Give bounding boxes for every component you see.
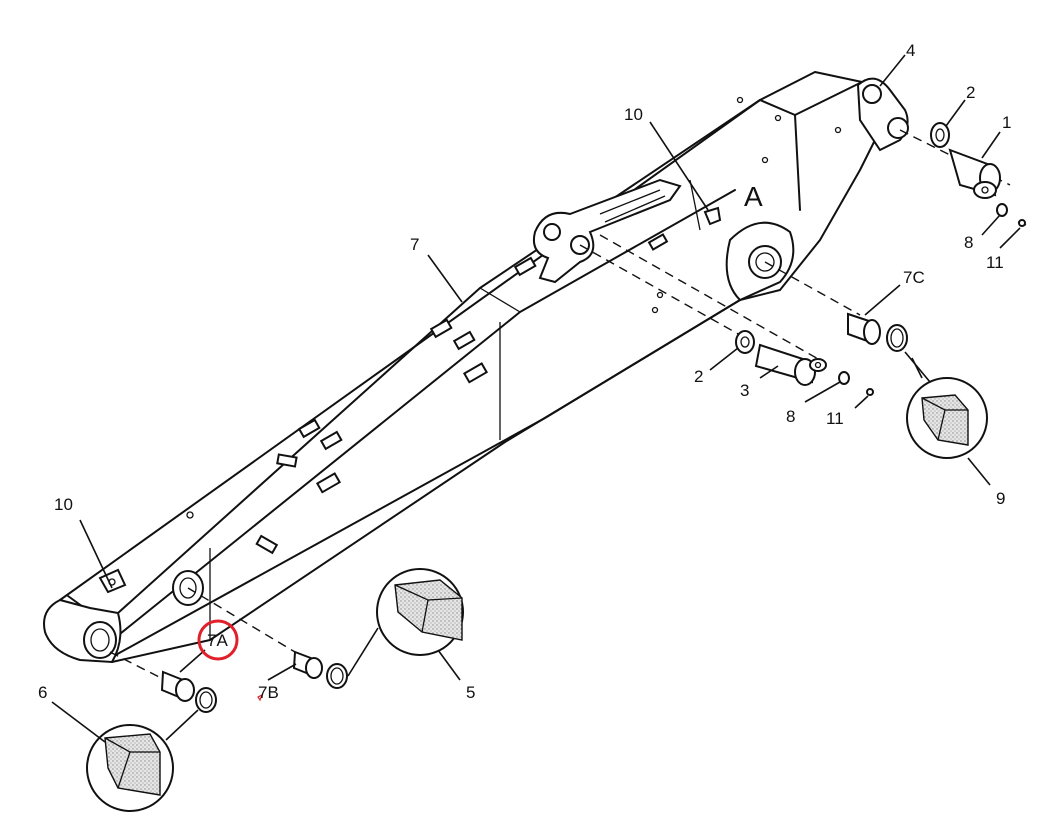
boom-body [43, 71, 909, 664]
label-part-2-lower: 2 [694, 367, 703, 386]
part-8-washer-lower [838, 371, 850, 385]
label-part-10-lower: 10 [54, 495, 73, 514]
label-part-10-upper: 10 [624, 105, 643, 124]
label-part-3: 3 [740, 381, 749, 400]
part-3-pin [754, 343, 827, 386]
label-part-4: 4 [906, 41, 915, 60]
label-part-7a: 7A [207, 631, 228, 650]
seal-detail-9 [906, 377, 988, 459]
seal-detail-5 [376, 568, 464, 656]
label-part-6: 6 [38, 683, 47, 702]
label-part-9: 9 [996, 489, 1005, 508]
part-7a-bushing [160, 670, 217, 713]
part-7b-bushing [292, 650, 348, 689]
label-part-8-lower: 8 [786, 407, 795, 426]
label-part-11-upper: 11 [986, 253, 1004, 272]
part-2-washer-lower [735, 330, 755, 354]
highlight-circle-7a [197, 619, 239, 661]
part-8-washer-upper [996, 203, 1008, 217]
seal-detail-6 [86, 724, 174, 812]
label-part-1: 1 [1002, 113, 1011, 132]
label-part-11-lower: 11 [826, 409, 844, 428]
label-view-a: A [744, 181, 763, 212]
part-11-bolt-lower [866, 388, 874, 396]
label-part-7b: 7B [258, 683, 279, 702]
leader-lines [51, 54, 1021, 743]
part-1-pin [948, 148, 1001, 199]
highlight-mark-7b [257, 693, 264, 702]
label-part-8-upper: 8 [964, 233, 973, 252]
part-7c-bushing [847, 312, 908, 352]
part-2-washer-upper [930, 122, 950, 148]
label-part-7c: 7C [903, 268, 925, 287]
label-part-5: 5 [466, 683, 475, 702]
label-part-7: 7 [410, 235, 419, 254]
label-part-2-upper: 2 [966, 83, 975, 102]
part-11-bolt-upper [1017, 219, 1027, 227]
